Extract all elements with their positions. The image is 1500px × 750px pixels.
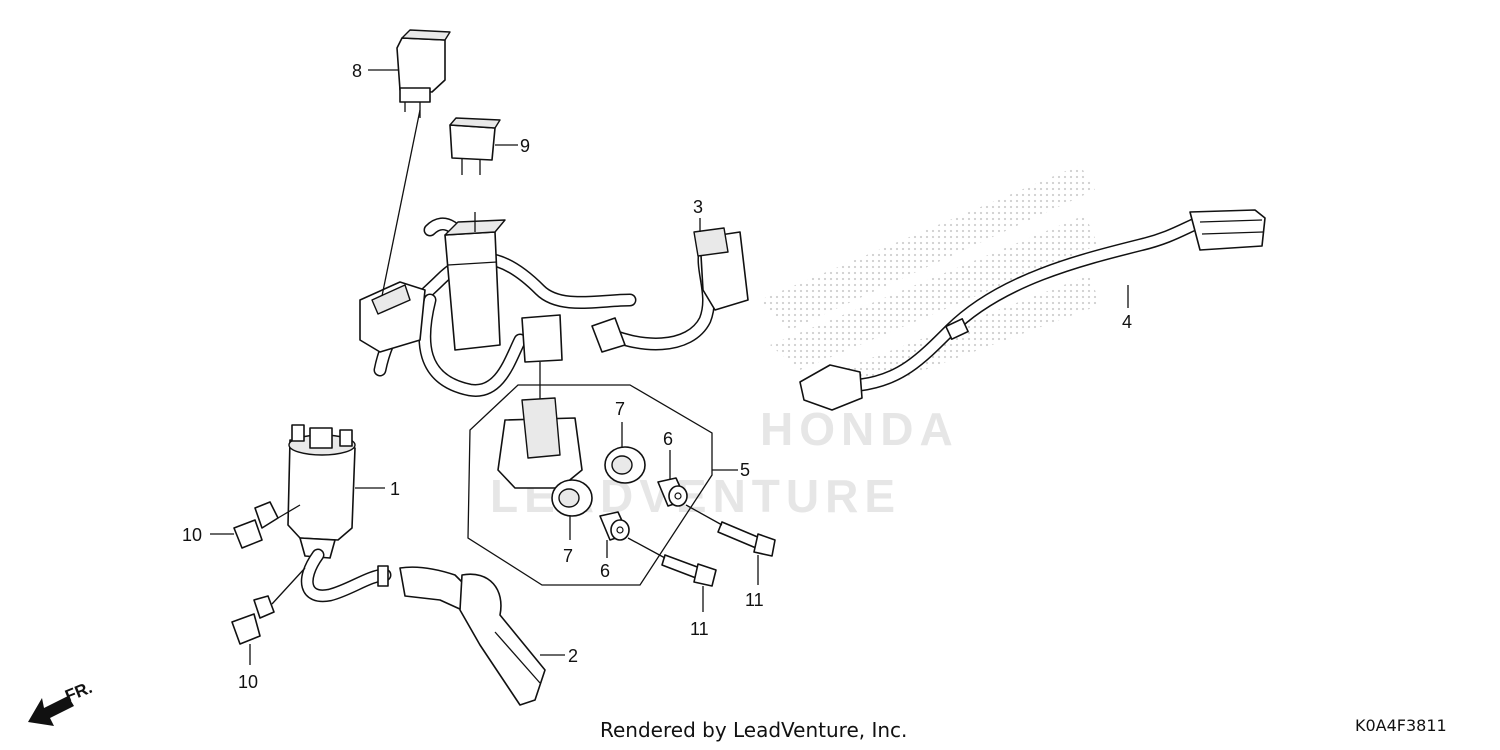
callout-6b: 6 [600, 561, 610, 581]
part-11-bolt-b[interactable] [661, 554, 717, 587]
front-direction-arrow-icon: FR. [28, 678, 95, 726]
callout-10b: 10 [238, 672, 258, 692]
part-2-plug-cap[interactable] [300, 548, 546, 706]
callout-3: 3 [693, 197, 703, 217]
callout-4: 4 [1122, 312, 1132, 332]
front-direction-label: FR. [62, 678, 95, 706]
leader-8-to-harness [381, 109, 421, 297]
part-7-grommet-b[interactable] [551, 479, 593, 517]
callout-2: 2 [568, 646, 578, 666]
part-7-grommet-a[interactable] [604, 446, 646, 484]
assembly-outline [467, 384, 713, 586]
footer-credit: Rendered by LeadVenture, Inc. [600, 718, 908, 742]
callout-8: 8 [352, 61, 362, 81]
leader-bolt-b-axis [627, 537, 666, 559]
part-8-relay[interactable] [396, 29, 451, 118]
leader-bolt-10a-axis [277, 504, 301, 519]
part-1-ignition-coil[interactable] [287, 424, 356, 559]
callout-5: 5 [740, 460, 750, 480]
part-10-bolt-a[interactable] [233, 501, 279, 549]
honda-wing-watermark: HONDA LEADVENTURE [490, 165, 1100, 522]
part-6-collar-a[interactable] [657, 477, 688, 507]
watermark-brand: HONDA [760, 403, 959, 455]
callout-10a: 10 [182, 525, 202, 545]
part-connector-bracket[interactable] [497, 397, 583, 489]
part-3-connector[interactable] [693, 227, 729, 257]
callout-7b: 7 [563, 546, 573, 566]
part-6-collar-b[interactable] [599, 511, 630, 541]
diagram-code: K0A4F3811 [1355, 716, 1447, 735]
part-10-bolt-b[interactable] [231, 595, 275, 645]
leader-bolt-10b-axis [271, 567, 306, 605]
part-11-bolt-a[interactable] [717, 521, 776, 557]
callout-11b: 11 [690, 619, 709, 639]
part-4-sub-harness[interactable] [799, 209, 1266, 411]
callout-7a: 7 [615, 399, 625, 419]
part-9-relay[interactable] [449, 117, 501, 175]
callout-6a: 6 [663, 429, 673, 449]
leader-bolt-a-axis [685, 504, 723, 526]
callout-9: 9 [520, 136, 530, 156]
callout-11a: 11 [745, 590, 764, 610]
part-5-wire-harness[interactable] [359, 217, 749, 397]
callout-1: 1 [390, 479, 400, 499]
